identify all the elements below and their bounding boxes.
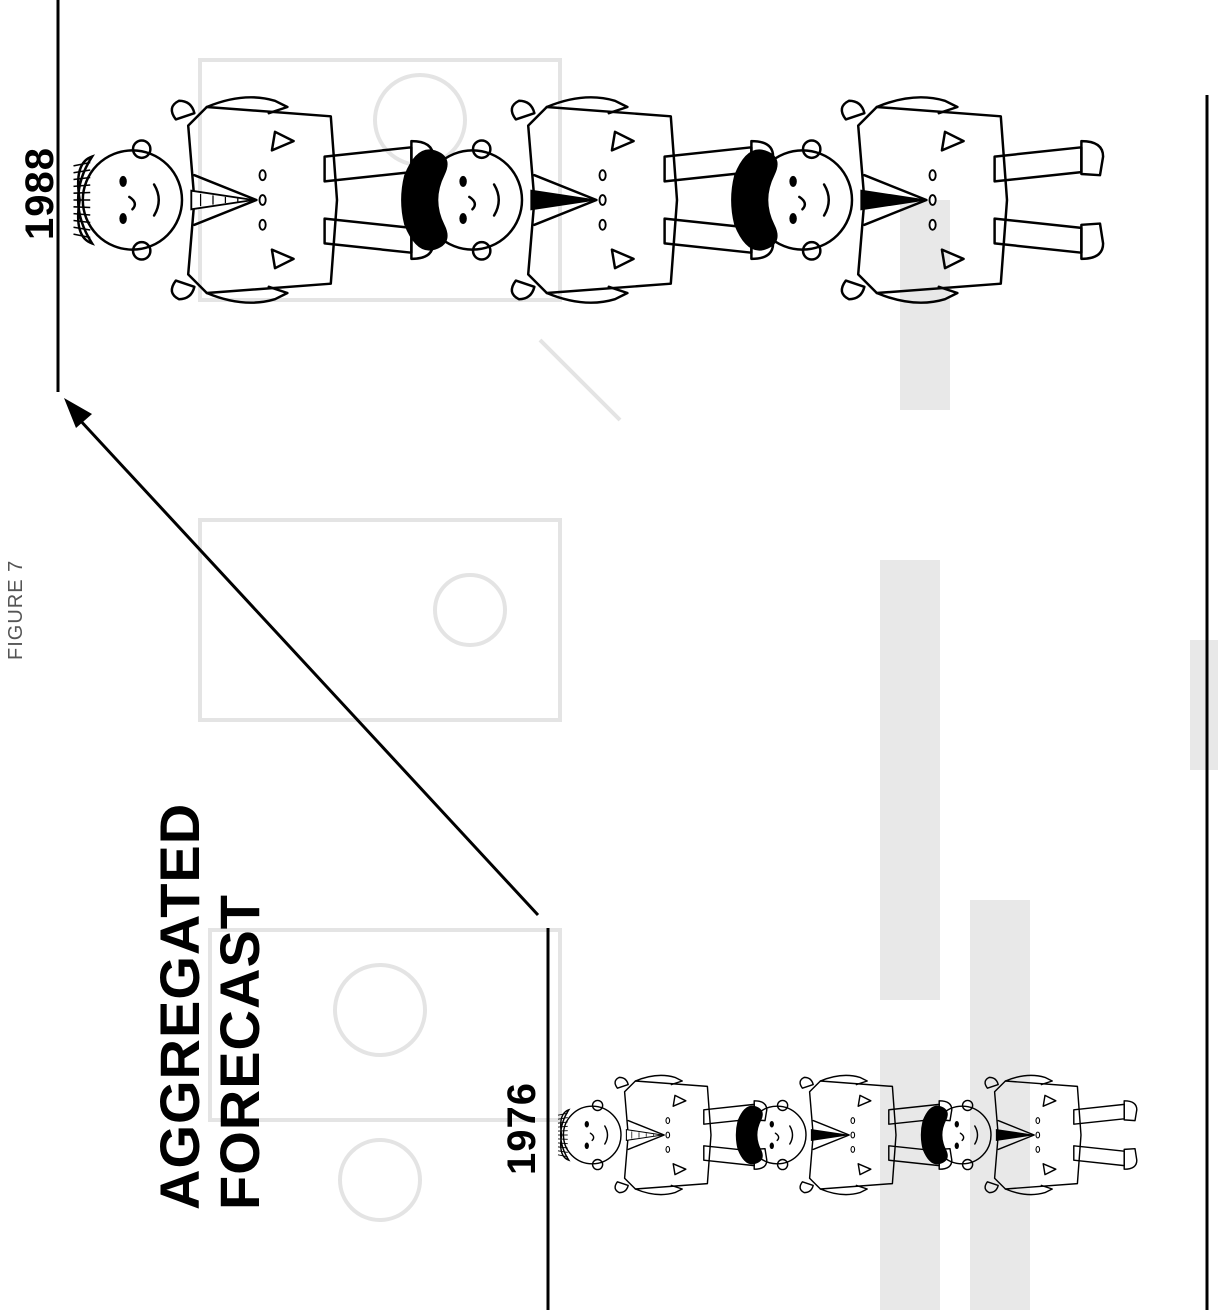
figures-1976-person-3 xyxy=(920,1074,1138,1196)
figures-1988-person-3 xyxy=(731,96,1105,304)
figures-1988-person-2 xyxy=(401,96,775,304)
forecast-arrowhead xyxy=(64,398,92,428)
figures-1976 xyxy=(557,1074,1138,1196)
diagram-title: AGGREGATED FORECAST xyxy=(148,802,271,1210)
forecast-arrow-shaft xyxy=(76,416,540,917)
title-line-2: FORECAST xyxy=(208,894,271,1210)
figure-label: FIGURE 7 xyxy=(5,559,27,660)
year-label-start: 1976 xyxy=(500,1082,544,1175)
title-line-1: AGGREGATED xyxy=(148,802,211,1210)
figures-1976-person-1 xyxy=(557,1074,768,1196)
figures-1988-person-1 xyxy=(73,96,435,304)
figures-1976-person-2 xyxy=(735,1074,953,1196)
timeline-lines xyxy=(56,0,1209,1310)
year-label-end: 1988 xyxy=(18,147,62,240)
figures-1988 xyxy=(73,96,1105,304)
